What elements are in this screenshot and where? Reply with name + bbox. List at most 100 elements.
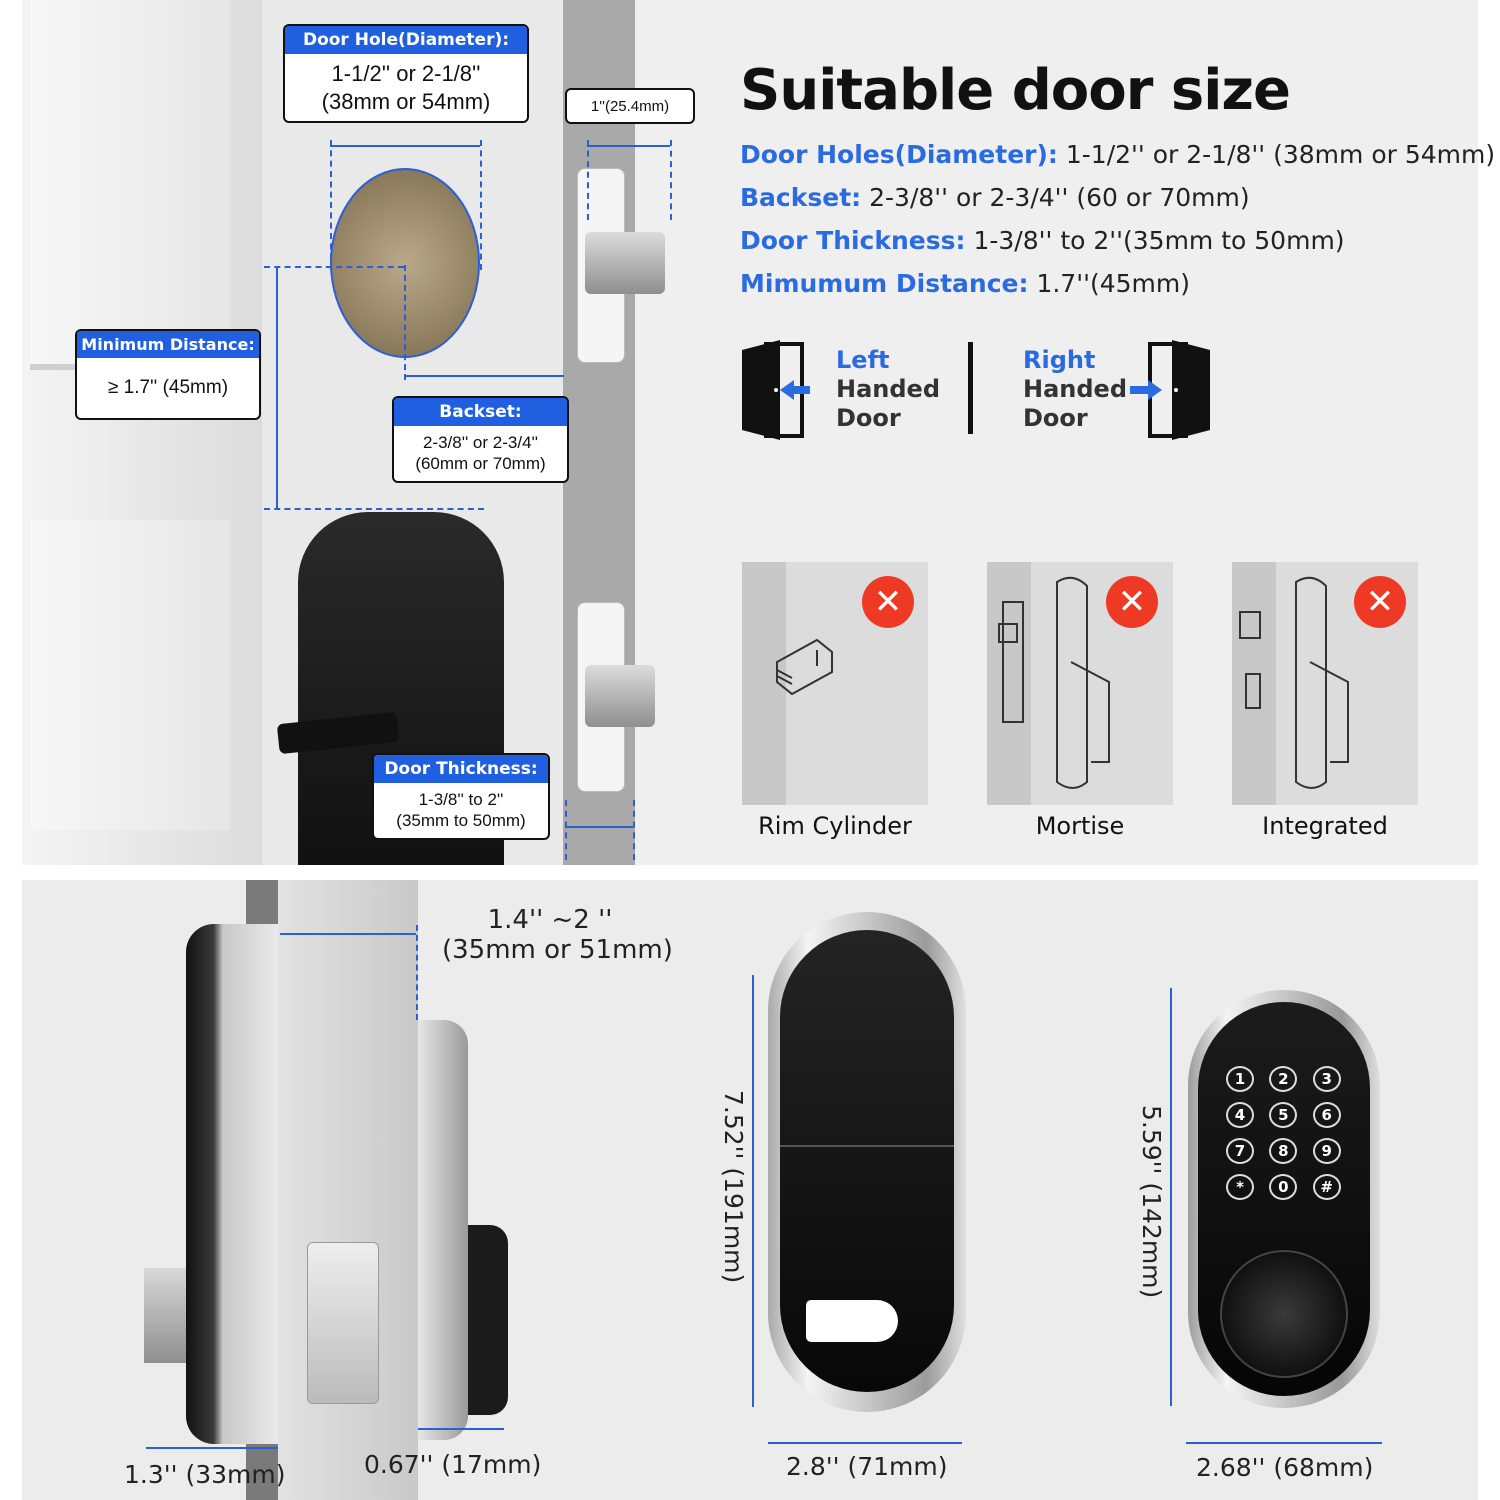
- door-hole-callout-line2: (38mm or 54mm): [321, 88, 491, 114]
- lock-knob[interactable]: [1220, 1250, 1348, 1378]
- deadbolt: [144, 1268, 186, 1363]
- mortise-icon: [998, 576, 1110, 789]
- door-hole-callout-line1: 1-1/2'' or 2-1/8'': [331, 61, 481, 86]
- keypad-key-9[interactable]: 9: [1312, 1138, 1341, 1164]
- latch-bolt-top: [585, 232, 665, 294]
- integrated-icon: [1239, 576, 1349, 789]
- rim-cylinder-icon: [776, 638, 833, 696]
- min-distance-guide-bottom: [264, 508, 484, 510]
- min-distance-dimension-line: [276, 268, 278, 508]
- not-supported-icon: ✕: [862, 576, 914, 628]
- backset-callout-line2: (60mm or 70mm): [415, 454, 546, 474]
- spec-backset-value: 2-3/8'' or 2-3/4'' (60 or 70mm): [869, 183, 1250, 212]
- edge-guide-left: [587, 140, 589, 220]
- outer-width-label: 2.68'' (68mm): [1196, 1453, 1374, 1482]
- exterior-cylinder: [468, 1225, 508, 1415]
- left-handed-line1: Left: [836, 346, 890, 374]
- backset-callout-title: Backset:: [394, 398, 567, 426]
- right-handed-label: Right Handed Door: [1023, 346, 1127, 433]
- thickness-guide-left: [565, 800, 567, 860]
- spec-backset-label: Backset:: [740, 183, 862, 212]
- edge-callout: 1''(25.4mm): [565, 88, 695, 124]
- thickness-callout-line1: 1-3/8'' to 2'': [418, 790, 504, 809]
- latch-bolt-bottom: [585, 665, 655, 727]
- keypad-key-star[interactable]: *: [1226, 1174, 1254, 1200]
- door-hole-guide-right: [480, 140, 482, 270]
- backset-callout-line1: 2-3/8'' or 2-3/4'': [422, 433, 539, 452]
- interior-lock-panel: [780, 930, 954, 1392]
- backset-callout: Backset: 2-3/8'' or 2-3/4'' (60mm or 70m…: [392, 396, 569, 483]
- thickness-dimension-line: [565, 826, 633, 828]
- outer-height-label: 5.59'' (142mm): [1137, 1105, 1166, 1299]
- exterior-lock-side-view: [418, 1020, 468, 1440]
- rim-cylinder-label: Rim Cylinder: [758, 812, 912, 840]
- thickness-callout: Door Thickness: 1-3/8'' to 2'' (35mm to …: [372, 753, 550, 840]
- inner-depth-dimension-line: [146, 1447, 278, 1449]
- door-hole-callout: Door Hole(Diameter): 1-1/2'' or 2-1/8'' …: [283, 24, 529, 123]
- left-handed-door-icon: [742, 340, 810, 440]
- keypad-key-5[interactable]: 5: [1269, 1102, 1298, 1128]
- exterior-keypad-lock: 1 2 3 4 5 6 7 8 9 * 0 #: [1188, 990, 1380, 1408]
- spec-min-distance-value: 1.7''(45mm): [1036, 269, 1190, 298]
- keypad-key-8[interactable]: 8: [1269, 1138, 1298, 1164]
- door-inset-bottom: [30, 520, 230, 830]
- backset-dimension-line: [404, 375, 564, 377]
- handing-divider: [968, 342, 973, 434]
- outer-depth-dimension-line: [418, 1428, 504, 1430]
- door-thickness-guide: [416, 925, 418, 1020]
- keypad-key-7[interactable]: 7: [1226, 1138, 1254, 1164]
- not-supported-icon: ✕: [1106, 576, 1158, 628]
- door-range-label: 1.4'' ~2 '' (35mm or 51mm): [442, 905, 673, 965]
- keypad-key-4[interactable]: 4: [1226, 1102, 1254, 1128]
- thickness-callout-title: Door Thickness:: [374, 755, 548, 783]
- spec-backset: Backset: 2-3/8'' or 2-3/4'' (60 or 70mm): [740, 183, 1250, 212]
- page-title: Suitable door size: [740, 58, 1291, 123]
- keypad-key-1[interactable]: 1: [1226, 1066, 1254, 1092]
- not-supported-icon: ✕: [1354, 576, 1406, 628]
- interior-lock-front-view: [768, 912, 966, 1412]
- integrated-tile: ✕: [1232, 562, 1418, 805]
- spec-door-holes-value: 1-1/2'' or 2-1/8'' (38mm or 54mm): [1065, 140, 1496, 169]
- min-distance-callout-line1: ≥ 1.7'' (45mm): [107, 377, 229, 398]
- left-handed-line3: Door: [836, 404, 901, 432]
- door-hole-dimension-line: [330, 145, 480, 147]
- spec-thickness-value: 1-3/8'' to 2''(35mm to 50mm): [973, 226, 1345, 255]
- spec-door-holes: Door Holes(Diameter): 1-1/2'' or 2-1/8''…: [740, 140, 1495, 169]
- strike-plate: [307, 1242, 379, 1404]
- inner-depth-label: 1.3'' (33mm): [124, 1460, 286, 1489]
- inner-height-label: 7.52'' (191mm): [719, 1090, 748, 1284]
- keypad-key-hash[interactable]: #: [1312, 1174, 1341, 1200]
- spec-min-distance: Mimumum Distance: 1.7''(45mm): [740, 269, 1190, 298]
- keypad-key-6[interactable]: 6: [1312, 1102, 1341, 1128]
- outer-width-dimension-line: [1186, 1442, 1382, 1444]
- keypad-key-3[interactable]: 3: [1312, 1066, 1341, 1092]
- outer-depth-label: 0.67'' (17mm): [364, 1450, 542, 1479]
- keypad-panel: 1 2 3 4 5 6 7 8 9 * 0 #: [1198, 1002, 1370, 1396]
- edge-callout-text: 1''(25.4mm): [590, 98, 670, 115]
- keypad: 1 2 3 4 5 6 7 8 9 * 0 #: [1226, 1066, 1344, 1200]
- outer-height-dimension-line: [1170, 988, 1172, 1406]
- left-handed-line2: Handed: [836, 375, 941, 403]
- integrated-label: Integrated: [1262, 812, 1388, 840]
- right-handed-line3: Door: [1023, 404, 1088, 432]
- min-distance-callout-title: Minimum Distance:: [77, 331, 259, 358]
- keypad-key-0[interactable]: 0: [1269, 1174, 1298, 1200]
- keypad-key-2[interactable]: 2: [1269, 1066, 1298, 1092]
- backset-guide: [404, 265, 406, 380]
- right-handed-door-icon: [1130, 340, 1210, 440]
- mortise-label: Mortise: [1035, 812, 1125, 840]
- left-handed-label: Left Handed Door: [836, 346, 940, 433]
- door-range-line1: 1.4'' ~2 '': [487, 905, 613, 935]
- min-distance-callout: Minimum Distance: ≥ 1.7'' (45mm): [75, 329, 261, 420]
- right-handed-line1: Right: [1023, 346, 1096, 374]
- thickness-guide-right: [633, 800, 635, 860]
- inner-height-dimension-line: [752, 975, 754, 1407]
- thumb-turn: [806, 1300, 898, 1342]
- spec-min-distance-label: Mimumum Distance:: [740, 269, 1029, 298]
- min-distance-guide-top: [264, 266, 404, 268]
- battery-cover-seam: [780, 1145, 954, 1147]
- edge-dimension-line: [587, 145, 670, 147]
- interior-lock-side-view: [186, 924, 278, 1444]
- door-range-line2: (35mm or 51mm): [442, 935, 673, 965]
- edge-guide-right: [670, 140, 672, 220]
